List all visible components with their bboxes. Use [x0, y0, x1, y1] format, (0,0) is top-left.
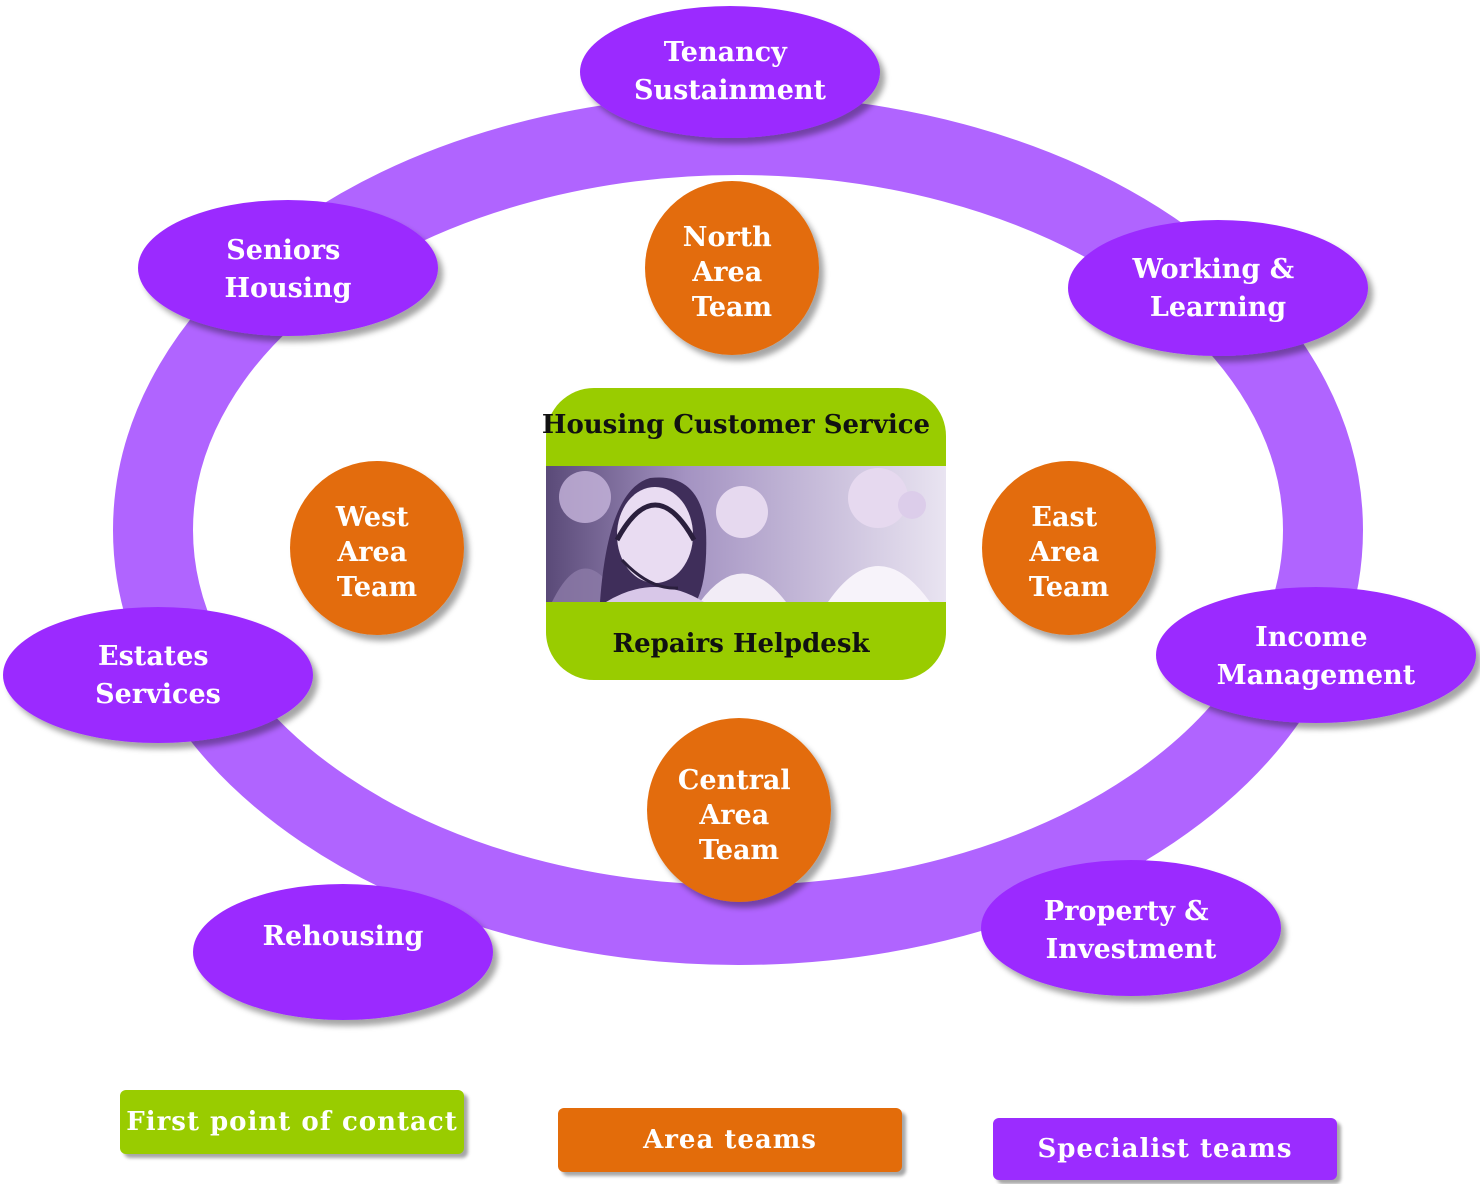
node-estates-services — [3, 607, 313, 743]
node-income-management — [1156, 587, 1476, 723]
center-title: Housing Customer Service — [542, 410, 930, 440]
node-rehousing-label: Rehousing — [263, 921, 424, 952]
node-tenancy-sustainment-label: Tenancy Sustainment — [634, 37, 827, 106]
node-north-area-team — [645, 181, 819, 355]
legend-specialist-teams: Specialist teams — [993, 1118, 1337, 1180]
call-centre-photo — [546, 466, 946, 602]
node-property-investment-label: Property & Investment — [1044, 896, 1218, 965]
node-east-area-team — [982, 461, 1156, 635]
legend-area-teams-label: Area teams — [643, 1125, 817, 1155]
legend-first-point-of-contact-label: First point of contact — [126, 1107, 458, 1137]
node-rehousing — [193, 884, 493, 1020]
node-seniors-housing-label: Seniors Housing — [224, 235, 351, 304]
node-east-area-team-label: East Area Team — [1028, 502, 1109, 603]
node-tenancy-sustainment — [580, 6, 880, 138]
node-income-management-label: Income Management — [1217, 622, 1416, 691]
legend-specialist-teams-label: Specialist teams — [1037, 1134, 1293, 1164]
legend-first-point-of-contact: First point of contact — [120, 1090, 464, 1154]
node-property-investment — [981, 860, 1281, 996]
center-box: Housing Customer Service Repairs Helpdes… — [542, 388, 946, 680]
node-north-area-team-label: North Area Team — [683, 222, 781, 323]
node-west-area-team — [290, 461, 464, 635]
center-subtitle: Repairs Helpdesk — [613, 629, 871, 659]
node-central-area-team-label: Central Area Team — [678, 765, 800, 866]
legend-area-teams: Area teams — [558, 1108, 902, 1172]
node-central-area-team — [647, 718, 831, 902]
node-seniors-housing — [138, 200, 438, 336]
node-working-learning-label: Working & Learning — [1131, 254, 1303, 323]
node-working-learning — [1068, 220, 1368, 356]
node-west-area-team-label: West Area Team — [335, 502, 418, 603]
node-estates-services-label: Estates Services — [95, 641, 221, 710]
